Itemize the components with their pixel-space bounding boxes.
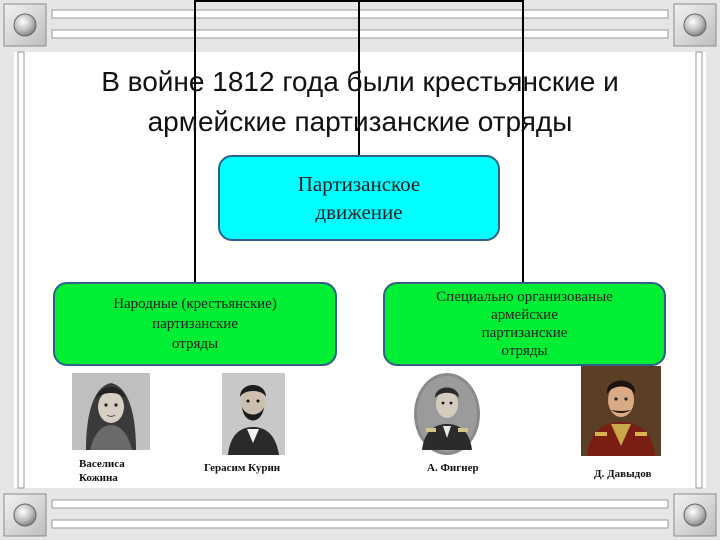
caption-gerasim-kurin: Герасим Курин bbox=[204, 462, 281, 474]
root-node-box: Партизанское движение bbox=[218, 155, 500, 241]
portrait-gerasim-kurin bbox=[222, 373, 285, 455]
root-node-label: Партизанское движение bbox=[297, 172, 421, 224]
army-detachments-label: Специально организованые армейские парти… bbox=[436, 289, 613, 359]
caption-a-figner: А. Фигнер bbox=[427, 462, 479, 474]
peasant-detachments-box: Народные (крестьянские) партизанские отр… bbox=[53, 282, 337, 366]
portrait-d-davydov bbox=[581, 366, 661, 456]
diagram-connectors bbox=[194, 0, 524, 284]
caption-vasilisa-kozhina: Васелиса Кожина bbox=[79, 458, 125, 484]
army-detachments-box: Специально организованые армейские парти… bbox=[383, 282, 666, 366]
corner-ornament-top-right bbox=[673, 3, 717, 47]
corner-ornament-bottom-left bbox=[3, 493, 47, 537]
portrait-vasilisa-kozhina bbox=[72, 373, 150, 450]
caption-d-davydov: Д. Давыдов bbox=[594, 468, 652, 480]
portrait-a-figner bbox=[412, 372, 482, 457]
corner-ornament-bottom-right bbox=[673, 493, 717, 537]
peasant-detachments-label: Народные (крестьянские) партизанские отр… bbox=[113, 296, 277, 352]
corner-ornament-top-left bbox=[3, 3, 47, 47]
frame-bottom-band bbox=[0, 488, 720, 540]
slide-title: В войне 1812 года были крестьянские и ар… bbox=[101, 66, 619, 137]
